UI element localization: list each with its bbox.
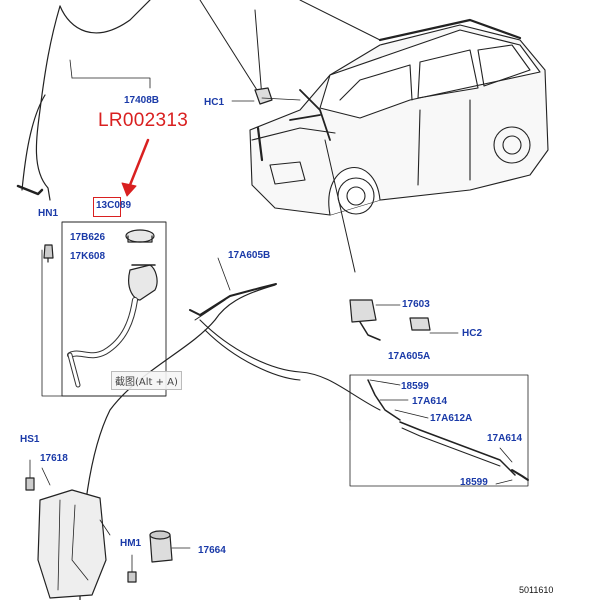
label-17664: 17664: [198, 545, 226, 556]
label-hn1: HN1: [38, 208, 59, 219]
rear-box: [349, 374, 529, 487]
clip-hc1: [254, 87, 273, 105]
label-17k608: 17K608: [70, 251, 106, 262]
hose-17a612a: [399, 421, 516, 476]
label-17408b: 17408B: [124, 95, 160, 106]
fastener-hs1: [25, 477, 35, 491]
label-17a605b: 17A605B: [228, 250, 271, 261]
hose-rear: [199, 319, 381, 411]
nozzle-17603: [349, 299, 377, 323]
part-number-highlight: LR002313: [98, 110, 189, 131]
diagram-reference-number: 5011610: [519, 585, 554, 595]
reservoir-17618: [37, 489, 107, 599]
highlight-arrow: [126, 138, 150, 192]
screenshot-tooltip: 截图(Alt + A): [111, 371, 182, 390]
label-18599-upper: 18599: [401, 381, 429, 392]
label-hc1: HC1: [204, 97, 225, 108]
label-17b626: 17B626: [70, 232, 106, 243]
cap-17b626: [125, 229, 155, 243]
label-17a614-lower: 17A614: [487, 433, 523, 444]
label-13c089: 13C089: [96, 200, 132, 211]
line-top-right: [199, 0, 263, 99]
neck-17k608: [128, 264, 158, 301]
label-hs1: HS1: [20, 434, 40, 445]
label-hc2: HC2: [462, 328, 483, 339]
vehicle-outline: [249, 18, 549, 216]
label-17618: 17618: [40, 453, 68, 464]
hose-left-line: [21, 94, 46, 191]
hose-17408b: [59, 0, 151, 34]
label-17a614-upper: 17A614: [412, 396, 448, 407]
fastener-hn1: [43, 244, 54, 259]
fastener-hm1: [127, 571, 137, 583]
hose-17a605b: [79, 284, 276, 600]
connector-top: [16, 184, 44, 196]
clip-hc2: [409, 317, 431, 331]
reservoir-box: [61, 221, 167, 397]
label-17603: 17603: [402, 299, 430, 310]
label-highlight-box: [93, 197, 121, 217]
leader-vehicle: [324, 139, 356, 273]
hose-upper-line: [35, 5, 61, 201]
leader-17408b: [71, 77, 151, 89]
label-17a605a: 17A605A: [388, 351, 431, 362]
label-hm1: HM1: [120, 538, 142, 549]
label-18599-lower: 18599: [460, 477, 488, 488]
label-17a612a: 17A612A: [430, 413, 473, 424]
